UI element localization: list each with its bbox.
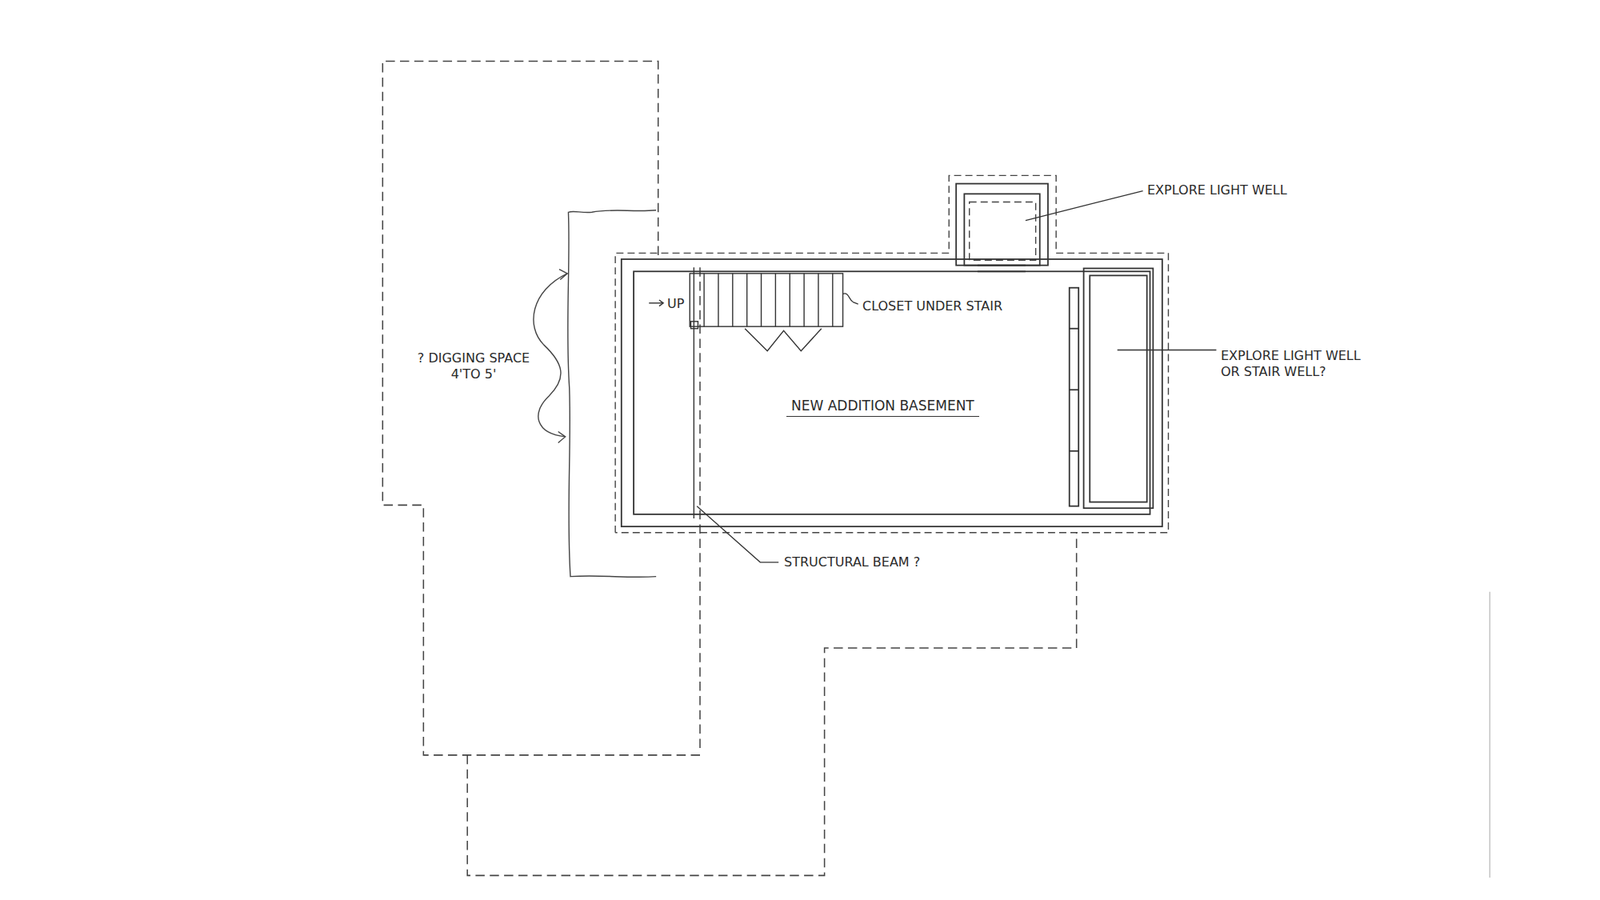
addition-footprint [615, 175, 1168, 532]
digging-space [533, 210, 656, 578]
handwritten-note: EXPLORE LIGHT WELL OR STAIR WELL? [1220, 348, 1381, 380]
handwritten-note: CLOSET UNDER STAIR [862, 298, 1003, 315]
stair [648, 267, 843, 519]
handwritten-note: ? DIGGING SPACE 4'TO 5' [409, 350, 538, 383]
leader-lines [696, 191, 1216, 563]
handwritten-note: UP [667, 296, 684, 312]
existing-house-outline [382, 61, 1076, 876]
room-title: NEW ADDITION BASEMENT [786, 396, 980, 417]
scan-edge [1489, 592, 1491, 878]
walls [621, 184, 1163, 528]
handwritten-note: EXPLORE LIGHT WELL [1147, 182, 1288, 199]
room-name: NEW ADDITION BASEMENT [791, 397, 975, 414]
handwritten-note: STRUCTURAL BEAM ? [784, 554, 920, 571]
